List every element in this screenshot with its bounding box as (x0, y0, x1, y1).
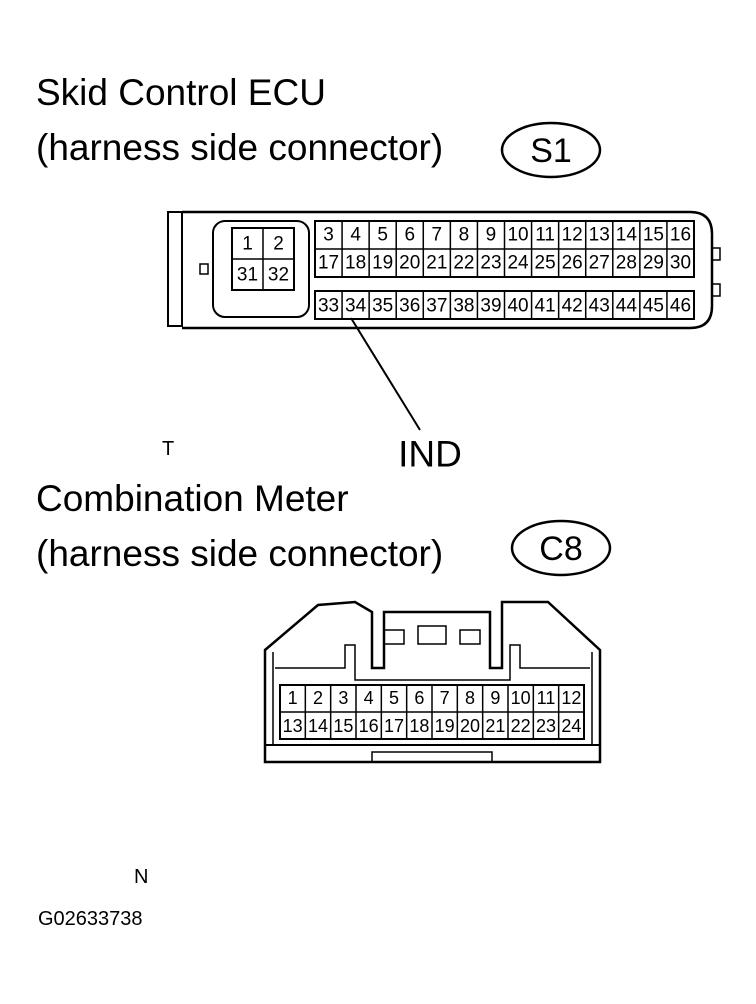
s1-pin-15: 15 (643, 225, 664, 246)
c8-title-line1: Combination Meter (36, 478, 349, 519)
c8-pin-9: 9 (490, 688, 500, 708)
s1-right-tab-upper (711, 247, 721, 261)
s1-pin-11: 11 (535, 225, 555, 246)
s1-connector (167, 210, 721, 330)
s1-pin-41: 41 (535, 296, 556, 317)
s1-pin-35: 35 (372, 296, 393, 317)
s1-pin-19: 19 (372, 253, 393, 274)
s1-pin-28: 28 (616, 253, 637, 274)
c8-pin-3: 3 (338, 688, 348, 708)
s1-pin-39: 39 (480, 296, 501, 317)
s1-pin-36: 36 (399, 296, 420, 317)
c8-pin-2: 2 (313, 688, 323, 708)
s1-left-notch (199, 263, 209, 275)
s1-pin-1: 1 (242, 234, 253, 255)
figure-code: G02633738 (38, 908, 143, 930)
c8-title-line2: (harness side connector) (36, 533, 444, 574)
s1-pin-34: 34 (345, 296, 367, 317)
s1-pin-45: 45 (643, 296, 664, 317)
ind-callout-label: IND (398, 434, 462, 475)
marker-n: N (134, 866, 149, 888)
c8-pin-14: 14 (308, 716, 328, 736)
ind-callout-line (350, 317, 421, 431)
s1-housing (182, 210, 714, 330)
s1-pin-42: 42 (562, 296, 583, 317)
s1-badge-outline (500, 121, 602, 179)
s1-pin-13: 13 (589, 225, 610, 246)
c8-pin-20: 20 (460, 716, 480, 736)
s1-pin-8: 8 (459, 225, 470, 246)
s1-pin-26: 26 (562, 253, 583, 274)
s1-pin-2: 2 (273, 234, 284, 255)
s1-badge: S1 (530, 132, 572, 170)
c8-pin-10: 10 (511, 688, 531, 708)
s1-pin-20: 20 (399, 253, 420, 274)
s1-pin-33: 33 (318, 296, 339, 317)
s1-right-tab-lower (711, 283, 721, 297)
c8-pin-12: 12 (561, 688, 581, 708)
s1-pin-10: 10 (507, 225, 528, 246)
s1-pin-31: 31 (237, 265, 258, 286)
s1-pin-25: 25 (535, 253, 556, 274)
s1-pin-32: 32 (268, 265, 289, 286)
c8-pin-22: 22 (511, 716, 531, 736)
c8-housing (263, 600, 602, 764)
s1-pin-30: 30 (670, 253, 691, 274)
c8-pin-8: 8 (465, 688, 475, 708)
s1-title-line1: Skid Control ECU (36, 72, 326, 113)
c8-pin-7: 7 (440, 688, 450, 708)
c8-pin-23: 23 (536, 716, 556, 736)
s1-pin-23: 23 (480, 253, 501, 274)
c8-pin-19: 19 (435, 716, 455, 736)
s1-pin-4: 4 (350, 225, 361, 246)
s1-pin-6: 6 (404, 225, 415, 246)
s1-small-block (212, 220, 310, 318)
c8-pin-4: 4 (364, 688, 374, 708)
s1-pin-21: 21 (426, 253, 447, 274)
c8-pin-17: 17 (384, 716, 404, 736)
s1-left-bracket (167, 211, 183, 327)
c8-pin-16: 16 (359, 716, 379, 736)
c8-badge-outline (510, 519, 612, 577)
s1-pin-9: 9 (486, 225, 497, 246)
marker-t: T (162, 438, 175, 460)
s1-pin-29: 29 (643, 253, 664, 274)
s1-pin-17: 17 (318, 253, 339, 274)
c8-pin-6: 6 (414, 688, 424, 708)
s1-pin-22: 22 (453, 253, 474, 274)
c8-pin-21: 21 (485, 716, 505, 736)
s1-pin-37: 37 (426, 296, 447, 317)
s1-pin-43: 43 (589, 296, 610, 317)
c8-pin-11: 11 (537, 688, 556, 708)
c8-pin-18: 18 (409, 716, 429, 736)
s1-pin-46: 46 (670, 296, 691, 317)
c8-latch-left (383, 629, 405, 645)
c8-pin-15: 15 (333, 716, 353, 736)
s1-pin-18: 18 (345, 253, 366, 274)
s1-pin-16: 16 (670, 225, 691, 246)
s1-pin-3: 3 (323, 225, 334, 246)
c8-pin-24: 24 (561, 716, 581, 736)
s1-pin-44: 44 (616, 296, 638, 317)
c8-pin-1: 1 (288, 688, 298, 708)
s1-pin-24: 24 (507, 253, 529, 274)
c8-latch-center (417, 625, 447, 645)
s1-pin-12: 12 (562, 225, 583, 246)
s1-pin-40: 40 (507, 296, 528, 317)
s1-pin-7: 7 (432, 225, 443, 246)
s1-pin-14: 14 (616, 225, 638, 246)
c8-bottom-key (371, 751, 493, 763)
c8-latch-right (459, 629, 481, 645)
s1-pin-27: 27 (589, 253, 610, 274)
c8-pin-13: 13 (283, 716, 303, 736)
c8-pin-5: 5 (389, 688, 399, 708)
s1-title-line2: (harness side connector) (36, 127, 444, 168)
s1-pin-38: 38 (453, 296, 474, 317)
s1-pin-5: 5 (377, 225, 388, 246)
c8-badge: C8 (539, 530, 582, 568)
